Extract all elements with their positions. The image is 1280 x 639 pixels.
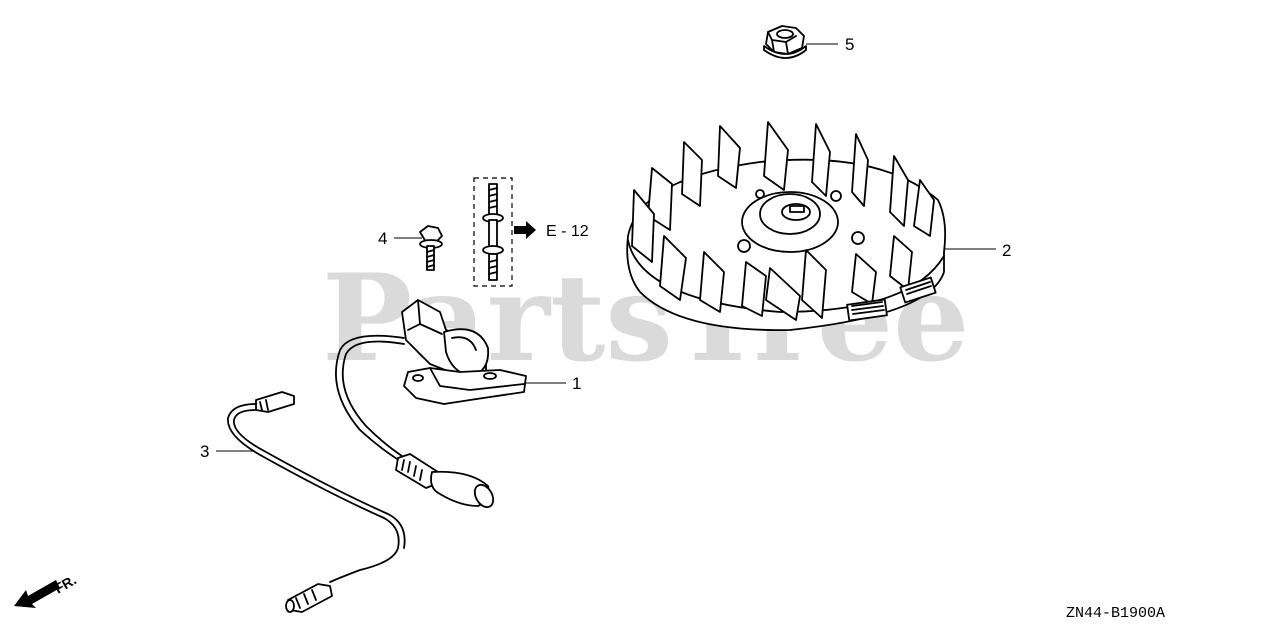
flange-nut-icon[interactable] [763, 25, 807, 59]
flywheel-icon[interactable] [626, 121, 947, 331]
callout-4: 4 [378, 229, 387, 248]
front-direction-arrow-icon [14, 580, 60, 608]
flange-bolt-icon[interactable] [419, 225, 443, 271]
diagram-code: ZN44-B1900A [1066, 605, 1165, 622]
callout-3: 3 [200, 442, 209, 461]
callout-1: 1 [572, 374, 581, 393]
front-indicator-label: FR. [52, 571, 80, 596]
callout-2: 2 [1002, 241, 1011, 260]
stop-switch-wire-icon[interactable] [227, 391, 406, 613]
reference-arrow-icon [514, 221, 536, 239]
stud-dashed-frame [473, 177, 513, 287]
ignition-coil-icon[interactable] [335, 299, 527, 510]
callout-5: 5 [845, 35, 854, 54]
reference-label[interactable]: E - 12 [546, 223, 589, 240]
stud-bolt-icon[interactable] [482, 183, 504, 281]
